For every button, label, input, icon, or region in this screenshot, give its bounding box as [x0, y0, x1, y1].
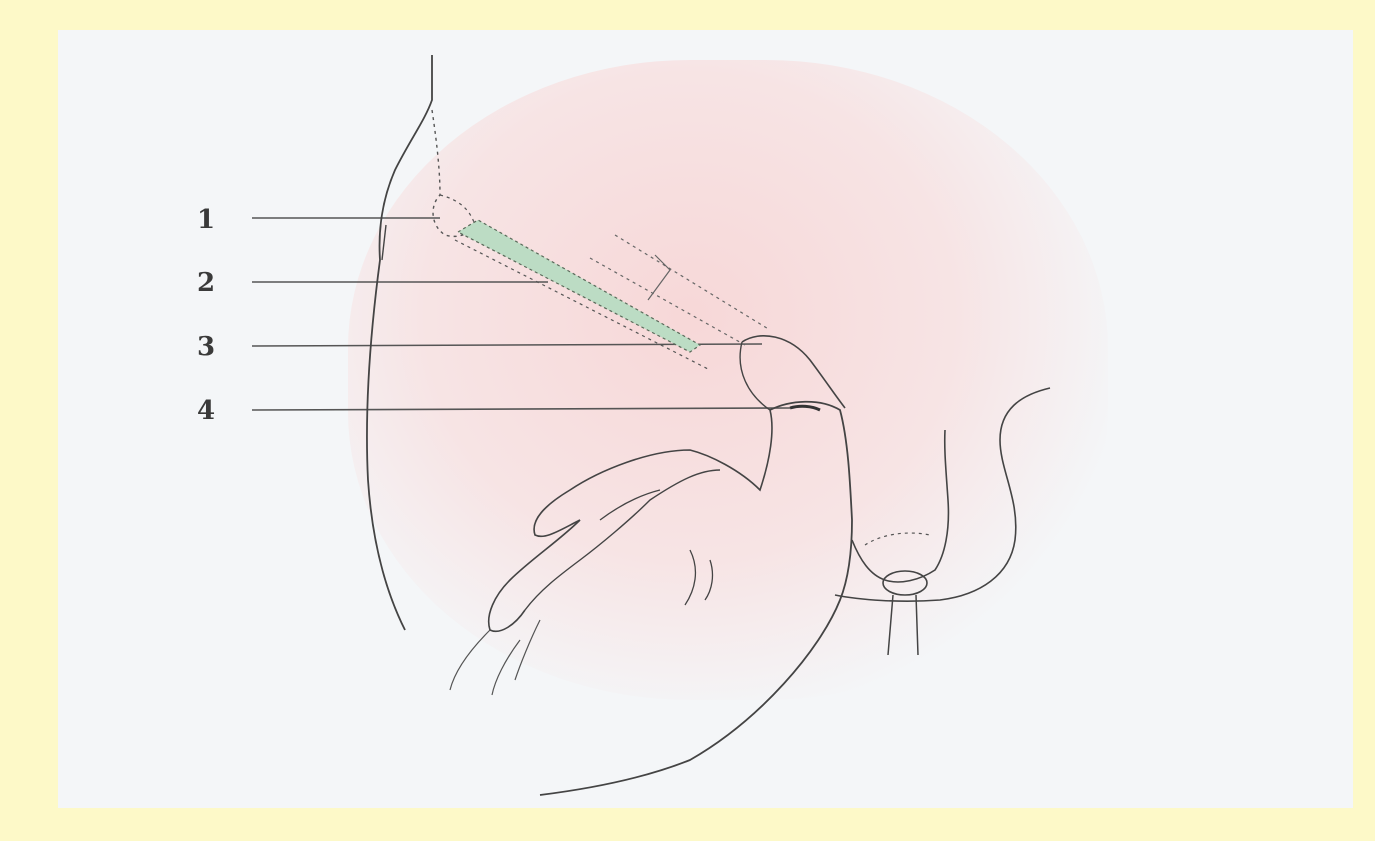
- knuckle-lines: [600, 490, 712, 605]
- penile-dotted: [865, 533, 930, 545]
- finger-tip-outline: [740, 342, 770, 410]
- external-ring-outline: [742, 336, 845, 408]
- urethra-lines: [888, 595, 918, 655]
- inguinal-canal: [458, 220, 700, 352]
- finger-crease: [525, 470, 720, 610]
- ring-mark: [790, 406, 820, 410]
- hand-outline: [540, 402, 852, 795]
- penis-outline: [852, 430, 948, 582]
- canal-lower-edge: [455, 240, 710, 370]
- glans-outline: [883, 571, 927, 595]
- deep-ring-edge: [440, 195, 475, 225]
- abdominal-wall-outline: [367, 55, 432, 630]
- scrotum-outline: [835, 388, 1050, 601]
- finger-outline: [534, 410, 772, 536]
- wall-tick: [382, 225, 386, 260]
- leader-line-4: [252, 408, 790, 410]
- finger-outline-2: [489, 520, 580, 631]
